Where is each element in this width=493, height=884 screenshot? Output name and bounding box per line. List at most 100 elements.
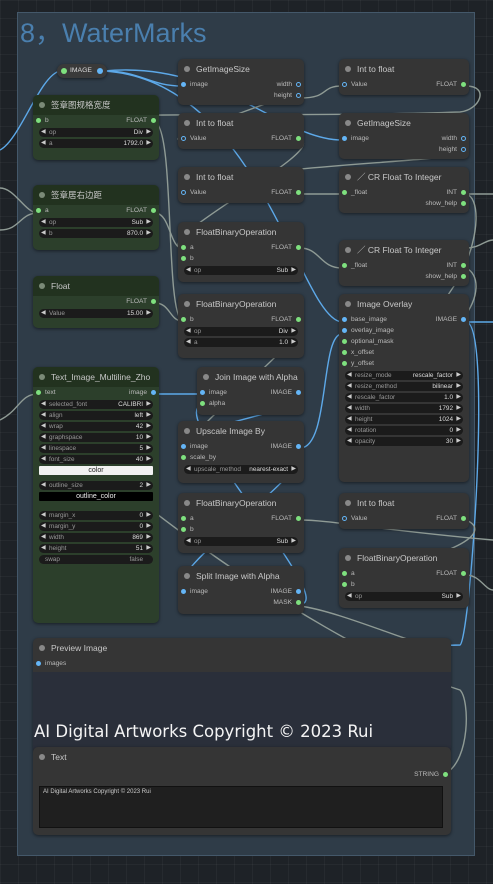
- arrow-left-icon[interactable]: ◀: [41, 512, 46, 518]
- pin-float-out[interactable]: [151, 118, 156, 123]
- arrow-left-icon[interactable]: ◀: [41, 401, 46, 407]
- node-title[interactable]: 签章居右边距: [33, 185, 159, 205]
- pin-y-offset-in[interactable]: [342, 361, 347, 366]
- pin-x-offset-in[interactable]: [342, 350, 347, 355]
- arrow-right-icon[interactable]: ▶: [291, 466, 296, 472]
- pin-float-out[interactable]: [296, 245, 301, 250]
- color-swatch[interactable]: color: [39, 466, 153, 475]
- arrow-left-icon[interactable]: ◀: [41, 219, 46, 225]
- pin-float-in[interactable]: [342, 263, 347, 268]
- pin-image-out[interactable]: [296, 390, 301, 395]
- node-title[interactable]: FloatBinaryOperation: [178, 493, 304, 513]
- pin-overlay-image-in[interactable]: [342, 328, 347, 333]
- node-title[interactable]: Join Image with Alpha: [197, 367, 304, 387]
- arrow-left-icon[interactable]: ◀: [41, 140, 46, 146]
- node-title[interactable]: Text_Image_Multiline_Zho: [33, 367, 159, 387]
- outline-color-swatch[interactable]: outline_color: [39, 492, 153, 501]
- node-title[interactable]: Int to float: [178, 167, 304, 187]
- pin-help-out[interactable]: [461, 201, 466, 206]
- reroute-output-pin[interactable]: [97, 68, 103, 74]
- pin-b-in[interactable]: [36, 118, 41, 123]
- arrow-right-icon[interactable]: ▶: [146, 219, 151, 225]
- arrow-left-icon[interactable]: ◀: [41, 434, 46, 440]
- arrow-left-icon[interactable]: ◀: [41, 310, 46, 316]
- pin-base-image-in[interactable]: [342, 317, 347, 322]
- arrow-right-icon[interactable]: ▶: [146, 445, 151, 451]
- pin-value-in[interactable]: [342, 82, 347, 87]
- arrow-left-icon[interactable]: ◀: [41, 523, 46, 529]
- node-title[interactable]: Upscale Image By: [178, 421, 304, 441]
- pin-a-in[interactable]: [342, 571, 347, 576]
- node-title[interactable]: Split Image with Alpha: [178, 566, 304, 586]
- pin-float-out[interactable]: [461, 571, 466, 576]
- arrow-right-icon[interactable]: ▶: [146, 512, 151, 518]
- arrow-left-icon[interactable]: ◀: [186, 339, 191, 345]
- pin-int-out[interactable]: [461, 190, 466, 195]
- node-title[interactable]: FloatBinaryOperation: [339, 548, 469, 568]
- arrow-left-icon[interactable]: ◀: [347, 405, 352, 411]
- pin-b-in[interactable]: [181, 317, 186, 322]
- arrow-right-icon[interactable]: ▶: [146, 310, 151, 316]
- arrow-left-icon[interactable]: ◀: [41, 445, 46, 451]
- pin-mask-out[interactable]: [296, 600, 301, 605]
- arrow-left-icon[interactable]: ◀: [347, 383, 352, 389]
- pin-b-in[interactable]: [342, 582, 347, 587]
- arrow-left-icon[interactable]: ◀: [347, 427, 352, 433]
- pin-image-out[interactable]: [296, 589, 301, 594]
- pin-a-in[interactable]: [181, 516, 186, 521]
- pin-images-in[interactable]: [36, 661, 41, 666]
- arrow-left-icon[interactable]: ◀: [347, 372, 352, 378]
- arrow-left-icon[interactable]: ◀: [41, 456, 46, 462]
- arrow-right-icon[interactable]: ▶: [146, 545, 151, 551]
- pin-help-out[interactable]: [461, 274, 466, 279]
- arrow-right-icon[interactable]: ▶: [146, 412, 151, 418]
- pin-scale-by-in[interactable]: [181, 455, 186, 460]
- arrow-right-icon[interactable]: ▶: [146, 140, 151, 146]
- arrow-left-icon[interactable]: ◀: [347, 593, 352, 599]
- arrow-right-icon[interactable]: ▶: [146, 230, 151, 236]
- pin-float-out[interactable]: [461, 516, 466, 521]
- arrow-right-icon[interactable]: ▶: [291, 538, 296, 544]
- arrow-right-icon[interactable]: ▶: [456, 383, 461, 389]
- pin-float-out[interactable]: [461, 82, 466, 87]
- text-input-area[interactable]: AI Digital Artworks Copyright © 2023 Rui: [39, 786, 443, 828]
- pin-image-in[interactable]: [200, 390, 205, 395]
- pin-image-in[interactable]: [181, 444, 186, 449]
- pin-height-out[interactable]: [461, 147, 466, 152]
- arrow-left-icon[interactable]: ◀: [41, 230, 46, 236]
- node-title[interactable]: ／ CR Float To Integer: [339, 167, 469, 187]
- node-title[interactable]: Float: [33, 276, 159, 296]
- pin-value-in[interactable]: [181, 136, 186, 141]
- node-title[interactable]: Int to float: [178, 113, 304, 133]
- arrow-right-icon[interactable]: ▶: [291, 328, 296, 334]
- node-title[interactable]: Text: [33, 747, 451, 767]
- pin-string-out[interactable]: [443, 772, 448, 777]
